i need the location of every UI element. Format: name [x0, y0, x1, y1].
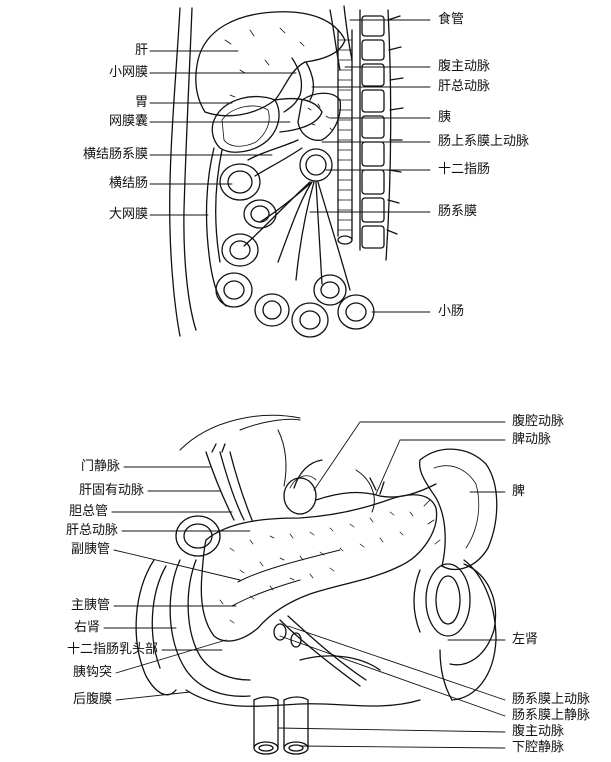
label-abdominal-aorta-bottom: 腹主动脉: [512, 724, 565, 739]
right-kidney-shape: [135, 559, 177, 696]
label-liver: 肝: [134, 43, 148, 58]
label-transverse-mesocolon: 横结肠系膜: [82, 147, 148, 162]
spleen-shape: [418, 448, 498, 571]
label-greater-omentum: 大网膜: [108, 207, 148, 222]
label-celiac-artery: 腹腔动脉: [512, 414, 565, 429]
omental-bursa-shape: [274, 97, 323, 133]
label-omental-bursa: 网膜囊: [108, 114, 148, 129]
label-smv: 肠系膜上静脉: [512, 708, 591, 723]
label-stomach: 胃: [134, 95, 148, 110]
mesentery-fan: [243, 181, 351, 291]
duodenum-c-loop: [169, 515, 251, 697]
label-proper-hepatic-artery: 肝固有动脉: [78, 483, 144, 498]
small-intestine-loops: [215, 199, 375, 338]
esophagus-tube: [329, 5, 353, 71]
splenic-artery: [315, 477, 437, 501]
background-organs-outline: [179, 414, 375, 513]
label-main-pancreatic-duct: 主胰管: [70, 598, 110, 613]
celiac-trunk: [283, 459, 323, 515]
label-common-bile-duct: 胆总管: [68, 504, 108, 519]
label-pancreas: 胰: [438, 110, 452, 125]
label-esophagus: 食管: [438, 12, 465, 27]
label-sma-top: 肠上系膜上动脉: [438, 134, 530, 149]
label-duodenum: 十二指肠: [438, 162, 491, 177]
abdominal-wall-outline: [169, 7, 197, 337]
label-splenic-artery: 脾动脉: [512, 432, 552, 447]
duodenum-ring: [299, 148, 333, 182]
label-transverse-colon: 横结肠: [108, 176, 148, 191]
label-sma-bottom: 肠系膜上动脉: [512, 692, 591, 707]
label-retroperitoneum: 后腹膜: [72, 692, 112, 707]
colon-shape: [439, 559, 497, 701]
portal-vein-and-vessels: [205, 443, 253, 521]
label-portal-vein: 门静脉: [80, 459, 120, 474]
label-abdominal-aorta-top: 腹主动脉: [438, 59, 491, 74]
retroperitoneum-outline: [185, 655, 421, 707]
label-mesentery: 肠系膜: [438, 204, 478, 219]
label-accessory-pancreatic-duct: 副胰管: [70, 542, 110, 557]
pancreas-shape: [297, 92, 342, 141]
label-common-hepatic-artery-bottom: 肝总动脉: [65, 523, 118, 538]
vertebral-column: [359, 9, 404, 261]
bottom-leader-lines: [103, 421, 506, 749]
pancreatic-ducts: [231, 549, 341, 607]
label-small-intestine: 小肠: [438, 304, 465, 319]
greater-omentum-shape: [205, 147, 227, 307]
label-right-kidney: 右肾: [73, 620, 100, 635]
left-kidney-shape: [413, 563, 497, 666]
aorta-tube: [337, 29, 353, 245]
label-lesser-omentum: 小网膜: [108, 65, 148, 80]
lesser-omentum-shape: [283, 57, 315, 113]
label-uncinate-process: 胰钩突: [72, 665, 112, 680]
label-duodenal-papilla: 十二指肠乳头部: [66, 642, 158, 657]
label-common-hepatic-artery-top: 肝总动脉: [438, 79, 491, 94]
aorta-ivc-tubes: [253, 696, 309, 755]
label-spleen: 脾: [512, 484, 526, 499]
label-ivc: 下腔静脉: [512, 740, 565, 755]
stomach-shape: [211, 96, 280, 153]
top-leader-lines: [149, 19, 431, 313]
pancreas-body: [200, 494, 438, 642]
sma-smv-vessels: [273, 615, 367, 687]
liver-shape: [195, 11, 346, 117]
transverse-colon-ring: [219, 163, 261, 201]
label-left-kidney: 左肾: [512, 632, 539, 647]
